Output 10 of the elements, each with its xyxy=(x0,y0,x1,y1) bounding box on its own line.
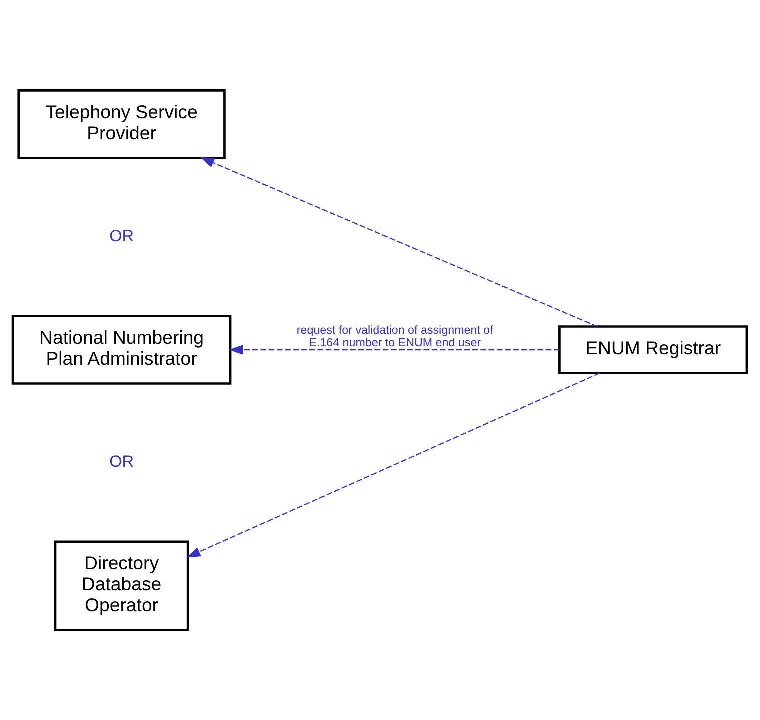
node-box: ENUM Registrar xyxy=(558,325,748,374)
label: OR xyxy=(110,227,134,246)
node-box: Telephony Service Provider xyxy=(18,89,226,159)
node-box: Directory Database Operator xyxy=(54,540,190,631)
arrow xyxy=(200,156,598,327)
node-box: National Numbering Plan Administrator xyxy=(12,314,232,384)
edge-label: request for validation of assignment of E.164 number to ENUM end user xyxy=(296,323,494,350)
label: OR xyxy=(110,452,134,471)
arrow xyxy=(186,372,600,558)
arrow xyxy=(229,344,560,354)
